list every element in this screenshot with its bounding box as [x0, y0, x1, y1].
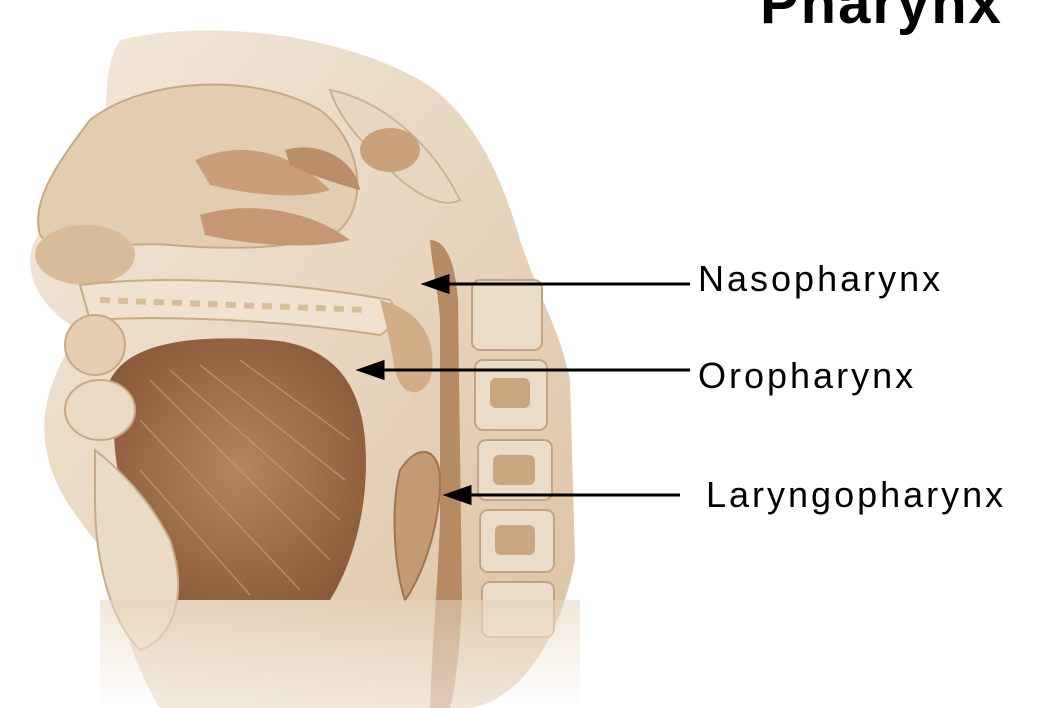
label-laryngopharynx: Laryngopharynx — [706, 474, 1006, 516]
diagram-title: Pharynx — [760, 0, 1039, 37]
label-oropharynx: Oropharynx — [698, 355, 916, 397]
label-nasopharynx: Nasopharynx — [698, 258, 943, 300]
